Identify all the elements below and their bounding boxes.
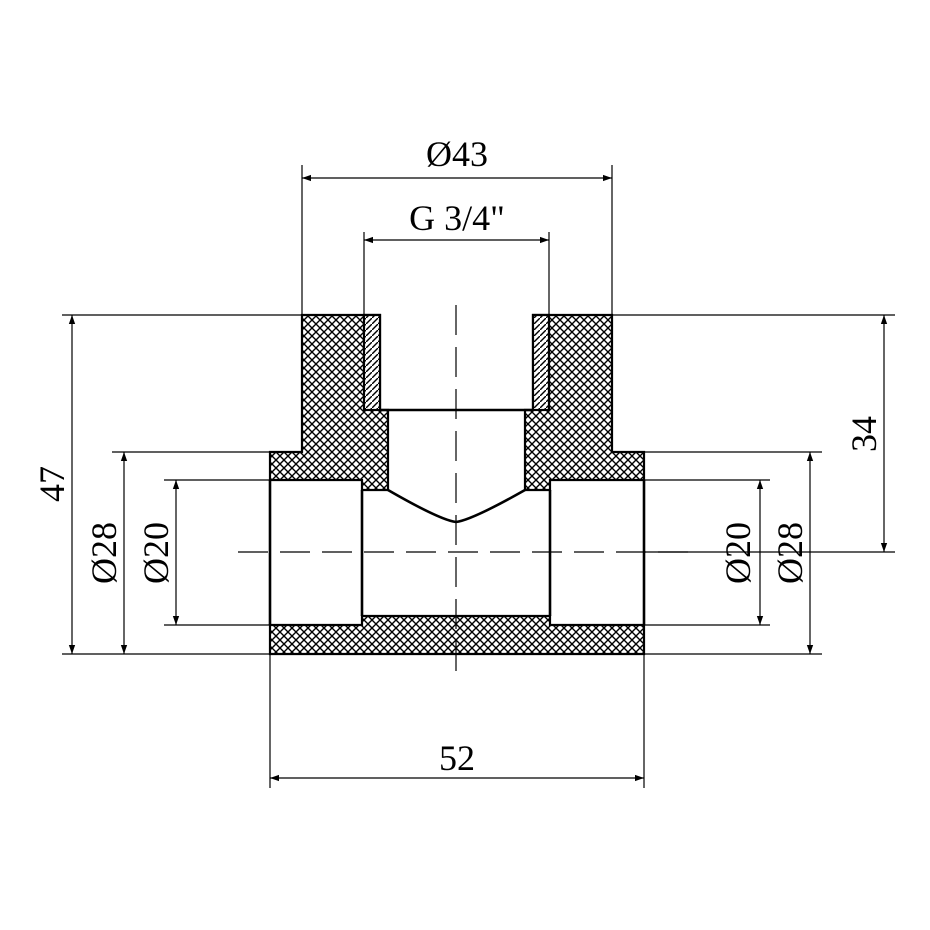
thread-left (362, 313, 382, 412)
label-top-outer: Ø43 (426, 134, 488, 174)
dimension-labels: Ø43 G 3/4" 47 Ø28 Ø20 Ø20 Ø28 34 52 (32, 134, 884, 778)
label-height-47: 47 (32, 466, 72, 502)
label-left-inner: Ø20 (136, 522, 176, 584)
label-length-52: 52 (439, 738, 475, 778)
section-bottom-wall (268, 614, 646, 656)
label-height-34: 34 (844, 416, 884, 452)
section-body (268, 313, 646, 656)
dimension-lines (68, 174, 888, 782)
extension-lines (62, 165, 895, 788)
center-lines (238, 305, 690, 680)
label-thread: G 3/4" (409, 198, 505, 238)
label-right-outer: Ø28 (770, 522, 810, 584)
label-right-inner: Ø20 (718, 522, 758, 584)
thread-right (531, 313, 551, 412)
label-left-outer: Ø28 (84, 522, 124, 584)
